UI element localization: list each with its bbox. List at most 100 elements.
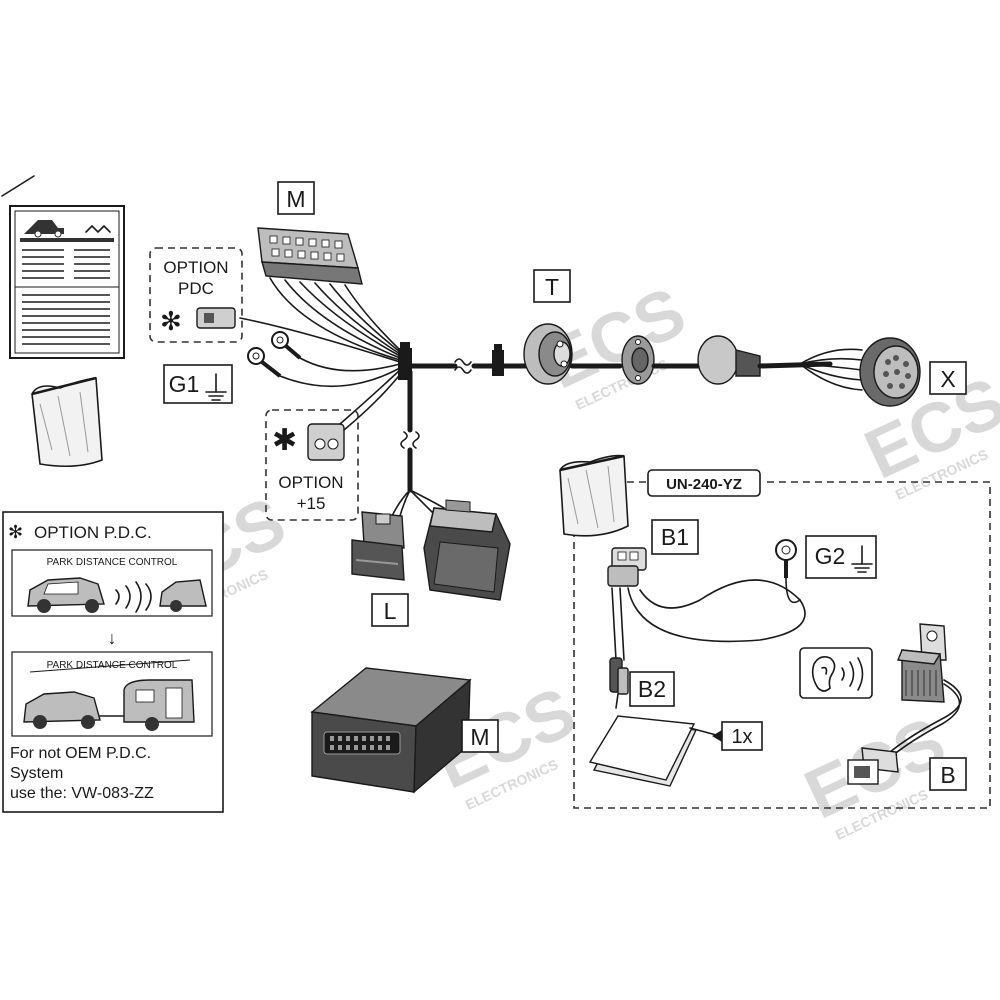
car-icon: [23, 691, 101, 729]
cable-break-mark: [412, 431, 420, 449]
arrow-icon: [712, 730, 722, 742]
b1-connector-icon: [607, 547, 647, 587]
cable-break-mark: [400, 431, 408, 449]
wire: [399, 489, 411, 517]
wire: [615, 693, 619, 709]
cable-break-mark: [454, 366, 472, 374]
wire: [284, 279, 401, 359]
wire: [279, 367, 401, 388]
cable-break-mark: [454, 358, 472, 366]
label-g2: G2: [815, 543, 846, 569]
bag-icon: [559, 454, 629, 537]
wire: [329, 283, 401, 353]
ground-icon: [205, 373, 227, 401]
wire: [239, 317, 401, 363]
bag-icon: [31, 376, 103, 468]
pdc-note-line2: System: [10, 765, 63, 782]
pdc-panel-star: ✻: [8, 522, 23, 542]
strike-line: [29, 659, 191, 673]
option-15-line1: OPTION: [278, 473, 343, 492]
wire: [269, 277, 401, 361]
plus15-connector-icon: [307, 423, 345, 461]
wire: [344, 284, 401, 351]
kit-title: UN-240-YZ: [666, 476, 742, 493]
label-l: L: [384, 598, 397, 624]
wire: [799, 363, 863, 371]
pdc-scene-1-title: PARK DISTANCE CONTROL: [47, 557, 178, 568]
label-b: B: [940, 762, 955, 788]
grommet-icon: [523, 323, 573, 385]
label-box-b: [929, 757, 967, 791]
pdc-note-line3: use the: VW-083-ZZ: [10, 785, 154, 802]
harness-cable: [757, 361, 833, 369]
kit-title-box: [647, 469, 761, 497]
ring-terminal-icon: [247, 347, 282, 378]
label-g1: G1: [169, 371, 200, 397]
light-connector-icon: [423, 499, 511, 601]
buzzer-connector-icon: [847, 747, 899, 785]
wire: [799, 357, 863, 365]
light-connector-icon: [351, 511, 405, 581]
option-15-line2: +15: [297, 494, 326, 513]
wire: [339, 369, 401, 425]
socket-13-pin-icon: [859, 337, 921, 407]
wire: [314, 282, 401, 355]
cable-clip: [494, 344, 502, 350]
wire: [409, 489, 445, 509]
arrow-down-icon: ↓: [108, 628, 117, 648]
sheet-icon: [588, 715, 721, 787]
wire: [891, 683, 961, 757]
car-icon: [27, 577, 105, 613]
manual-icon: [9, 205, 125, 359]
corner-line: [1, 175, 35, 197]
label-box-b2: [629, 671, 675, 707]
control-module-icon: [310, 667, 472, 794]
option-pdc-line2: PDC: [178, 279, 214, 298]
sound-waves-icon: [841, 657, 864, 691]
label-box-b1: [651, 519, 699, 555]
pdc-connector-icon: [196, 307, 236, 329]
wire: [799, 363, 863, 391]
label-qty: 1x: [731, 726, 752, 748]
wire: [409, 489, 433, 513]
label-box-t: [533, 269, 571, 303]
label-box-m-bottom: [461, 719, 499, 753]
wire: [299, 281, 401, 357]
mounting-plate-icon: [621, 335, 655, 385]
buzzer-icon: [897, 623, 947, 703]
seal-icon: [697, 335, 761, 385]
trailer-icon: [123, 679, 195, 731]
option-15-star: ✱: [272, 424, 297, 457]
label-box-l: [371, 593, 409, 627]
option-pdc-star: ✻: [160, 306, 182, 336]
cable-clip: [492, 350, 504, 376]
option-pdc-line1: OPTION: [163, 258, 228, 277]
car-icon: [159, 579, 207, 612]
cable-clip: [400, 342, 410, 348]
wire: [799, 363, 863, 381]
pdc-note-line1: For not OEM P.D.C.: [10, 745, 151, 762]
option-15-frame: [265, 409, 359, 521]
label-t: T: [545, 274, 559, 300]
ring-terminal-icon: [271, 331, 302, 360]
label-m-top: M: [286, 186, 305, 212]
b2-splice-connector-icon: [609, 657, 629, 695]
wire: [343, 371, 403, 431]
pdc-panel-title: OPTION P.D.C.: [34, 523, 152, 542]
buzzer-sound-label: [799, 647, 873, 699]
label-box-g2: [805, 535, 877, 579]
label-box-qty: [721, 721, 763, 751]
label-m-bottom: M: [470, 724, 489, 750]
option-pdc-frame: [149, 247, 243, 343]
label-x: X: [940, 366, 955, 392]
module-connector-icon: [257, 227, 363, 285]
wire: [299, 357, 401, 372]
ground-icon: [851, 545, 873, 573]
sound-waves-icon: [115, 581, 152, 613]
wire: [611, 587, 617, 661]
wire: [619, 587, 625, 661]
wire: [889, 679, 962, 753]
wire: [785, 577, 801, 604]
wire: [627, 579, 806, 643]
